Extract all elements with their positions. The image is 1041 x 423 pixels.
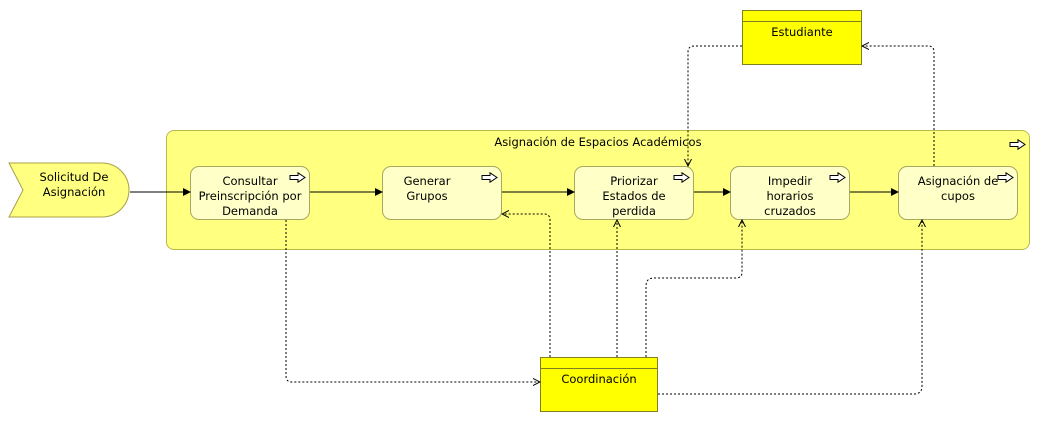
process-arrow-icon [481, 172, 498, 183]
process-arrow-icon [1009, 139, 1026, 150]
process-container[interactable]: Asignación de Espacios Académicos [166, 130, 1030, 250]
process-arrow-icon [289, 172, 306, 183]
relation-asignacion-to-estudiante[interactable] [862, 46, 935, 166]
process-label: Generar Grupos [403, 174, 451, 203]
process-label: Consultar Preinscripción por Demanda [198, 174, 302, 218]
process-priorizar[interactable]: Priorizar Estados de perdida [574, 166, 694, 220]
process-label: Impedir horarios cruzados [764, 174, 816, 218]
actor-label: Estudiante [771, 25, 833, 39]
container-title: Asignación de Espacios Académicos [494, 135, 702, 149]
process-arrow-icon [829, 172, 846, 183]
event-label: Solicitud De Asignación [39, 170, 109, 199]
process-asignacion-cupos[interactable]: Asignación de cupos [898, 166, 1018, 220]
process-arrow-icon [673, 172, 690, 183]
relation-coordinacion-to-asignacion[interactable] [658, 220, 922, 395]
relation-estudiante-to-priorizar[interactable] [688, 45, 742, 166]
process-generar-grupos[interactable]: Generar Grupos [382, 166, 502, 220]
process-arrow-icon [997, 172, 1014, 183]
process-label: Asignación de cupos [917, 174, 999, 203]
process-consultar[interactable]: Consultar Preinscripción por Demanda [190, 166, 310, 220]
business-event-solicitud[interactable]: Solicitud De Asignación [8, 162, 130, 218]
actor-estudiante[interactable]: Estudiante [742, 10, 862, 65]
actor-divider [541, 368, 657, 369]
event-shape [8, 162, 130, 218]
relation-coordinacion-to-impedir[interactable] [645, 220, 742, 357]
relation-coordinacion-to-generar[interactable] [502, 214, 551, 357]
actor-coordinacion[interactable]: Coordinación [540, 357, 658, 412]
actor-label: Coordinación [561, 372, 637, 386]
actor-divider [743, 21, 861, 22]
relation-consultar-to-coordinacion[interactable] [285, 220, 540, 382]
process-label: Priorizar Estados de perdida [602, 174, 666, 218]
